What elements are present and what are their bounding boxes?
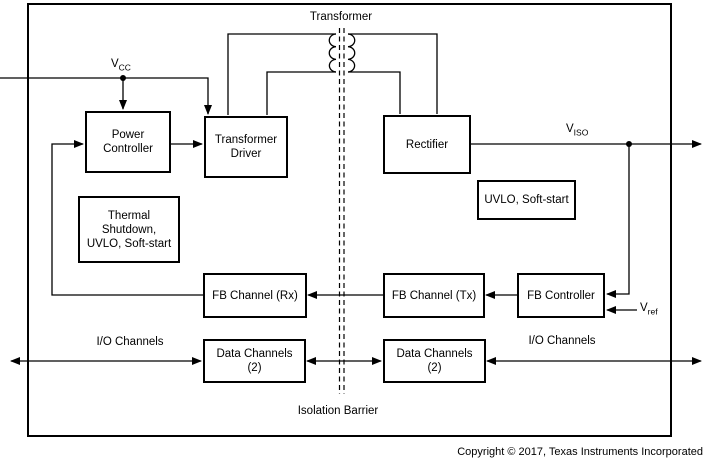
vref-label: Vref xyxy=(640,302,658,317)
io-channels-right-label: I/O Channels xyxy=(528,335,596,347)
block-label: Controller xyxy=(103,143,153,155)
block-label: (2) xyxy=(427,362,442,374)
block-label: FB Channel (Rx) xyxy=(212,289,298,302)
transformer-secondary-coil xyxy=(347,33,356,73)
fb-channel-rx-block: FB Channel (Rx) xyxy=(203,273,307,318)
vcc-junction-dot xyxy=(120,75,126,81)
wire-vcc-supply xyxy=(0,77,212,115)
block-label: Shutdown, xyxy=(101,223,157,236)
block-label: FB Controller xyxy=(527,289,595,302)
viso-junction-dot xyxy=(626,141,632,147)
transformer-label: Transformer xyxy=(309,11,373,23)
block-label: Thermal xyxy=(107,209,151,222)
wire-transformer-to-rectifier-top xyxy=(348,33,438,114)
transformer-driver-block: Transformer Driver xyxy=(204,116,288,178)
rectifier-block: Rectifier xyxy=(383,115,471,174)
isolation-barrier-label: Isolation Barrier xyxy=(297,405,379,417)
block-label: Data Channels xyxy=(396,348,473,360)
transformer-primary-coil xyxy=(328,33,337,73)
fb-channel-tx-block: FB Channel (Tx) xyxy=(383,273,485,318)
block-label: FB Channel (Tx) xyxy=(391,289,477,302)
wire-viso-to-fb-controller xyxy=(606,144,630,298)
power-controller-block: Power Controller xyxy=(85,111,171,173)
copyright-notice: Copyright © 2017, Texas Instruments Inco… xyxy=(457,446,703,458)
wire-fb-rx-to-power-controller xyxy=(51,140,203,296)
fb-controller-block: FB Controller xyxy=(517,273,605,318)
device-outline xyxy=(27,3,672,437)
block-label: Driver xyxy=(230,148,262,160)
block-label: UVLO, Soft-start xyxy=(86,237,172,250)
block-label: Rectifier xyxy=(405,138,449,151)
block-label: (2) xyxy=(247,362,262,374)
block-label: Data Channels xyxy=(216,348,293,360)
uvlo-soft-start-block: UVLO, Soft-start xyxy=(477,180,576,220)
vcc-label: VCC xyxy=(111,58,131,73)
viso-label: VISO xyxy=(566,123,589,138)
wire-driver-to-transformer-top xyxy=(227,33,336,115)
wire-transformer-to-rectifier-bottom xyxy=(348,71,401,114)
block-label: Power xyxy=(111,129,145,141)
io-channels-left-label: I/O Channels xyxy=(96,336,164,348)
data-channels-right-block: Data Channels (2) xyxy=(383,339,486,383)
thermal-shutdown-block: Thermal Shutdown, UVLO, Soft-start xyxy=(78,196,180,263)
block-label: UVLO, Soft-start xyxy=(484,194,569,206)
block-label: Transformer xyxy=(214,134,278,146)
data-channels-left-block: Data Channels (2) xyxy=(203,339,306,383)
wire-driver-to-transformer-bottom xyxy=(266,71,336,115)
